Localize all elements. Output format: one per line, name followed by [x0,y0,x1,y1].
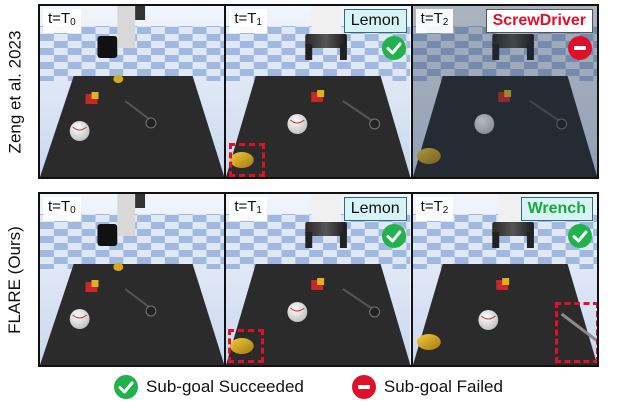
subgoal-label: ScrewDriver [485,9,593,33]
legend: Sub-goal Succeeded Sub-goal Failed [0,374,617,400]
timestep-label: t=T2 [415,9,454,33]
success-check-icon [114,375,139,399]
legend-item-succeeded: Sub-goal Succeeded [114,375,304,399]
success-check-icon [381,224,406,248]
frame-baseline-t0: t=T0 [40,6,227,177]
scene-image [412,6,597,177]
legend-label: Sub-goal Succeeded [146,377,304,396]
scene-image [40,194,225,365]
row-label-baseline: Zeng et al. 2023 [0,4,30,179]
legend-item-failed: Sub-goal Failed [351,375,503,399]
failure-minus-icon [567,36,592,60]
subgoal-label: Wrench [520,197,593,221]
scene-image [226,194,411,365]
subgoal-label: Lemon [343,9,407,33]
frame-baseline-t1: t=T1 Lemon [226,6,413,177]
timestep-label: t=T0 [43,9,81,33]
success-check-icon [567,224,592,248]
comparison-row-baseline: t=T0 t=T1 Lemon [38,4,599,179]
timestep-label: t=T1 [229,9,267,33]
timestep-label: t=T0 [43,197,81,221]
subgoal-label: Lemon [343,197,407,221]
failure-minus-icon [351,375,376,399]
target-highlight-box [554,302,597,363]
frame-ours-t1: t=T1 Lemon [226,194,413,365]
frame-ours-t0: t=T0 [40,194,227,365]
timestep-label: t=T2 [415,197,454,221]
success-check-icon [381,36,406,60]
scene-image [226,6,411,177]
target-highlight-box [229,143,266,177]
legend-label: Sub-goal Failed [383,377,503,396]
row-label-ours: FLARE (Ours) [0,192,30,367]
frame-ours-t2: t=T2 Wrench [412,194,597,365]
target-highlight-box [228,329,265,363]
row-label-text: FLARE (Ours) [5,225,24,334]
comparison-row-ours: t=T0 t=T1 Lemon [38,192,599,367]
row-label-text: Zeng et al. 2023 [5,30,24,153]
timestep-label: t=T1 [229,197,267,221]
scene-image [40,6,225,177]
frame-baseline-t2: t=T2 ScrewDriver [412,6,597,177]
